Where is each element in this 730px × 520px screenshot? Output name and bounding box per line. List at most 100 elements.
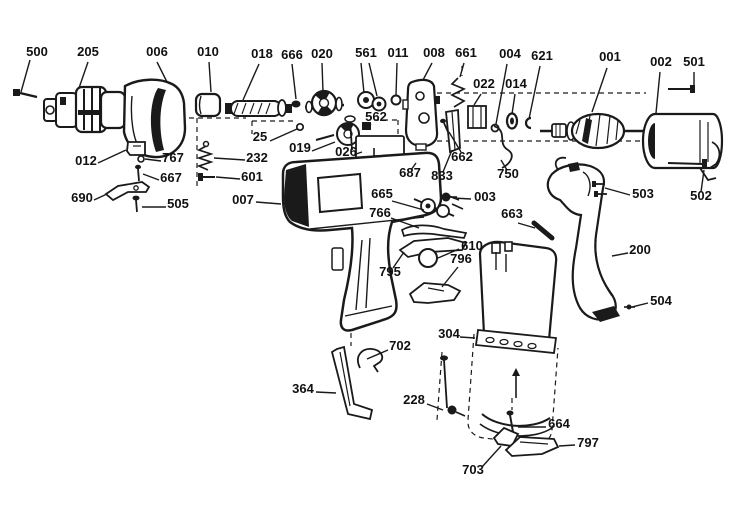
part-label-690: 690 — [71, 190, 93, 205]
part-label-364: 364 — [292, 381, 314, 396]
screws-503-drawing — [592, 181, 607, 197]
part-label-687: 687 — [399, 165, 421, 180]
nut-666-drawing — [291, 100, 301, 108]
spring-661-drawing — [450, 77, 467, 108]
part-label-661: 661 — [455, 45, 477, 60]
screw-500-drawing — [13, 89, 38, 99]
bracket-795-drawing — [398, 237, 468, 258]
pin-25-drawing — [295, 122, 305, 132]
clamp-012-drawing — [126, 141, 146, 156]
motor-drawing — [641, 112, 724, 182]
part-label-767: 767 — [162, 150, 184, 165]
part-label-205: 205 — [77, 44, 99, 59]
part-labels: 500 205 006 010 018 666 020 561 011 008 … — [26, 44, 712, 477]
part-label-012: 012 — [75, 153, 97, 168]
part-label-228: 228 — [403, 392, 425, 407]
ring-610-drawing — [418, 248, 438, 268]
part-label-610: 610 — [461, 238, 483, 253]
part-label-664: 664 — [548, 416, 570, 431]
screw-667-drawing — [135, 164, 141, 182]
screw-228-drawing — [440, 355, 466, 417]
part-label-003: 003 — [474, 189, 496, 204]
part-label-25: 25 — [253, 129, 267, 144]
part-label-621: 621 — [531, 48, 553, 63]
part-label-002: 002 — [650, 54, 672, 69]
part-label-502: 502 — [690, 188, 712, 203]
part-label-010: 010 — [197, 44, 219, 59]
part-label-022: 022 — [473, 76, 495, 91]
housing-left-drawing — [281, 151, 443, 332]
gear-020-drawing — [304, 89, 345, 117]
ring-011-drawing — [390, 94, 402, 106]
part-label-011: 011 — [388, 45, 409, 60]
part-label-500: 500 — [26, 44, 48, 59]
part-label-796: 796 — [450, 251, 472, 266]
part-label-601: 601 — [241, 169, 263, 184]
part-label-232: 232 — [246, 150, 268, 165]
part-label-797: 797 — [577, 435, 599, 450]
screw-501-drawing — [668, 85, 695, 93]
part-label-504: 504 — [650, 293, 672, 308]
part-label-007: 007 — [232, 192, 254, 207]
part-label-505: 505 — [167, 196, 189, 211]
part-label-795: 795 — [379, 264, 401, 279]
chuck-drawing — [43, 85, 108, 134]
part-label-703: 703 — [462, 462, 484, 477]
part-label-833: 833 — [431, 168, 453, 183]
shaft-018-drawing — [225, 99, 292, 117]
part-label-020: 020 — [311, 46, 333, 61]
armature-drawing — [540, 112, 654, 150]
part-label-006: 006 — [146, 44, 168, 59]
plate-797-drawing — [504, 436, 560, 457]
part-label-750: 750 — [497, 166, 519, 181]
part-label-008: 008 — [423, 45, 445, 60]
gearshaft-019-drawing — [315, 115, 360, 151]
part-label-501: 501 — [683, 54, 705, 69]
gears-561-drawing — [357, 91, 387, 112]
part-label-667: 667 — [160, 170, 182, 185]
pin-767-drawing — [137, 155, 145, 163]
wire-750-drawing — [493, 125, 513, 169]
part-label-200: 200 — [629, 242, 651, 257]
part-label-766: 766 — [369, 205, 391, 220]
e-ring-621-drawing — [524, 116, 532, 130]
part-label-004: 004 — [499, 46, 521, 61]
washer-014-drawing — [505, 112, 519, 130]
part-label-001: 001 — [599, 49, 621, 64]
part-label-018: 018 — [251, 46, 273, 61]
endplate-008-drawing — [402, 78, 440, 151]
part-label-562: 562 — [365, 109, 387, 124]
part-label-665: 665 — [371, 186, 393, 201]
block-022-drawing — [467, 105, 487, 129]
part-label-662: 662 — [451, 149, 473, 164]
part-label-702: 702 — [389, 338, 411, 353]
rod-663-drawing — [531, 220, 555, 241]
part-label-561: 561 — [355, 45, 377, 60]
screw-664-drawing — [506, 410, 514, 433]
hook-702-drawing — [357, 348, 384, 373]
part-label-026: 026 — [335, 144, 357, 159]
spring-232-drawing — [196, 140, 214, 171]
gearcase-drawing — [99, 78, 187, 159]
lever-766-drawing — [400, 224, 468, 239]
housing-right-drawing — [546, 156, 620, 322]
cylinder-010-drawing — [194, 92, 222, 118]
part-label-666: 666 — [281, 47, 303, 62]
geargroup-665-drawing — [413, 195, 464, 218]
leader-lines — [20, 59, 705, 468]
clip-562-drawing — [362, 122, 371, 130]
knob-003-drawing — [441, 192, 457, 202]
part-label-663: 663 — [501, 206, 523, 221]
strip-364-drawing — [330, 345, 374, 421]
alignment-dashed-lines — [137, 66, 646, 421]
lever-833-drawing — [445, 108, 461, 154]
screw-662-drawing — [440, 118, 449, 133]
part-label-304: 304 — [438, 326, 460, 341]
part-label-503: 503 — [632, 186, 654, 201]
part-label-019: 019 — [289, 140, 311, 155]
screw-505-drawing — [132, 195, 140, 213]
battery-drawing — [467, 240, 559, 445]
screw-502-drawing — [667, 141, 721, 169]
bracket-690-drawing — [104, 181, 151, 202]
